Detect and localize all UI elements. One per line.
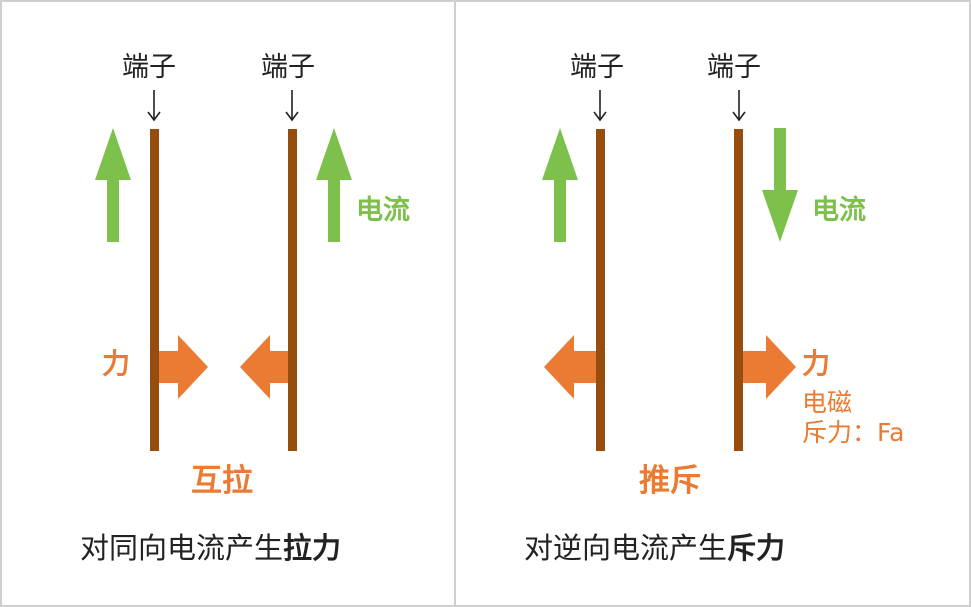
terminal-label: 端子 [261,52,315,83]
caption-prefix: 对同向电流产生 [80,531,284,565]
force-arrow-right [742,335,796,399]
current-arrow-up [316,128,352,242]
terminal-pointer-arrow [593,90,607,122]
current-arrow-up [542,128,578,242]
terminal-label: 端子 [707,52,761,83]
right-panel-art [542,90,798,451]
effect-label: 推斥 [639,463,701,499]
caption: 对同向电流产生拉力 [80,534,341,563]
left-panel-art [95,90,352,451]
terminal-pointer-arrow [732,90,746,122]
terminal-label: 端子 [570,52,624,83]
conductor-wire [734,129,743,451]
force-label: 力 [102,347,131,380]
caption-prefix: 对逆向电流产生 [524,531,728,565]
current-label: 电流 [812,195,866,226]
terminal-label: 端子 [122,52,176,83]
conductor-wire [288,129,297,451]
terminal-pointer-arrow [285,90,299,122]
force-arrow-left [240,335,289,399]
terminal-pointer-arrow [147,90,161,122]
conductor-wire [150,129,159,451]
conductor-wire [596,129,605,451]
force-note-line: 斥力：Fa [802,418,905,447]
caption: 对逆向电流产生斥力 [524,534,785,563]
force-label: 力 [802,347,831,380]
effect-label: 互拉 [191,463,253,499]
current-arrow-down [762,128,798,242]
force-arrow-left [544,335,598,399]
force-note-line: 电磁 [802,388,853,417]
force-arrow-right [159,335,208,399]
caption-emphasis: 拉力 [283,531,342,565]
panel-divider [454,2,456,607]
caption-emphasis: 斥力 [727,531,786,565]
current-arrow-up [95,128,131,242]
current-label: 电流 [356,195,410,226]
force-note: 电磁 斥力：Fa [802,388,904,448]
